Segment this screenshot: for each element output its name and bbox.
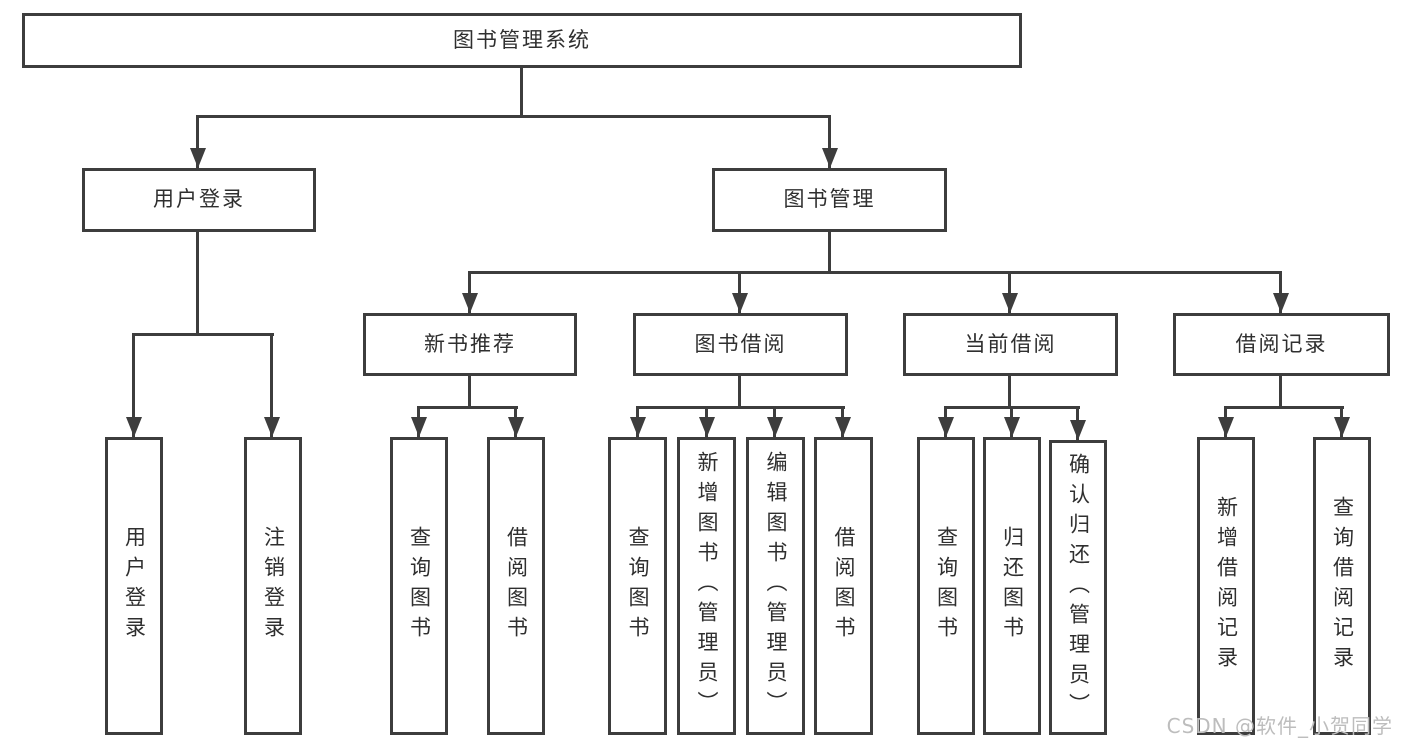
edge-arrow-borrow-records — [1273, 271, 1289, 313]
edge-user-login-split — [132, 333, 274, 336]
edge-arrow-leaf-logout — [264, 333, 280, 437]
edge-book-management-stem — [828, 232, 831, 274]
node-book-management: 图书管理 — [712, 168, 947, 232]
leaf-query-borrow-record: 查询借阅记录 — [1313, 437, 1371, 735]
edge-current-stem — [1008, 376, 1011, 409]
edge-arrow-new-book-recommend — [462, 271, 478, 313]
leaf-confirm-return-admin: 确认归还（管理员） — [1049, 440, 1107, 735]
leaf-return-book: 归还图书 — [983, 437, 1041, 735]
edge-root-stem — [520, 68, 523, 118]
edge-arrow-book-management — [822, 115, 838, 168]
edge-arrow-current-borrowing — [1002, 271, 1018, 313]
edge-arrow-query-books-borrowing — [630, 406, 646, 437]
edge-recommend-split — [417, 406, 518, 409]
leaf-add-borrow-record: 新增借阅记录 — [1197, 437, 1255, 735]
edge-root-split — [196, 115, 831, 118]
edge-arrow-return-book — [1004, 406, 1020, 437]
edge-arrow-borrow-books-borrowing — [835, 406, 851, 437]
edge-arrow-edit-book-admin — [767, 406, 783, 437]
node-current-borrowing: 当前借阅 — [903, 313, 1118, 376]
leaf-query-books-borrowing: 查询图书 — [608, 437, 667, 735]
leaf-edit-book-admin: 编辑图书（管理员） — [746, 437, 805, 735]
edge-arrow-borrow-books-recommend — [508, 406, 524, 437]
edge-arrow-user-login — [190, 115, 206, 168]
node-book-borrowing: 图书借阅 — [633, 313, 848, 376]
edge-book-management-split — [468, 271, 1282, 274]
edge-borrowing-stem — [738, 376, 741, 409]
node-library-management-system: 图书管理系统 — [22, 13, 1022, 68]
leaf-add-book-admin: 新增图书（管理员） — [677, 437, 736, 735]
edge-arrow-leaf-user-login — [126, 333, 142, 437]
edge-arrow-book-borrowing — [732, 271, 748, 313]
edge-arrow-query-borrow-record — [1334, 406, 1350, 437]
edge-borrowing-split — [636, 406, 845, 409]
edge-arrow-confirm-return-admin — [1070, 406, 1086, 440]
node-new-book-recommend: 新书推荐 — [363, 313, 577, 376]
leaf-user-login: 用户登录 — [105, 437, 163, 735]
edge-arrow-query-books-current — [938, 406, 954, 437]
node-borrow-records: 借阅记录 — [1173, 313, 1390, 376]
leaf-query-books-recommend: 查询图书 — [390, 437, 448, 735]
csdn-watermark: CSDN @软件_小贺同学 — [1166, 714, 1393, 738]
edge-arrow-add-borrow-record — [1218, 406, 1234, 437]
edge-arrow-query-books-recommend — [411, 406, 427, 437]
node-user-login: 用户登录 — [82, 168, 316, 232]
edge-arrow-add-book-admin — [699, 406, 715, 437]
leaf-logout: 注销登录 — [244, 437, 302, 735]
leaf-query-books-current: 查询图书 — [917, 437, 975, 735]
leaf-borrow-books-recommend: 借阅图书 — [487, 437, 545, 735]
edge-records-stem — [1279, 376, 1282, 409]
edge-recommend-stem — [468, 376, 471, 409]
leaf-borrow-books-borrowing: 借阅图书 — [814, 437, 873, 735]
edge-user-login-stem — [196, 232, 199, 336]
edge-records-split — [1224, 406, 1344, 409]
